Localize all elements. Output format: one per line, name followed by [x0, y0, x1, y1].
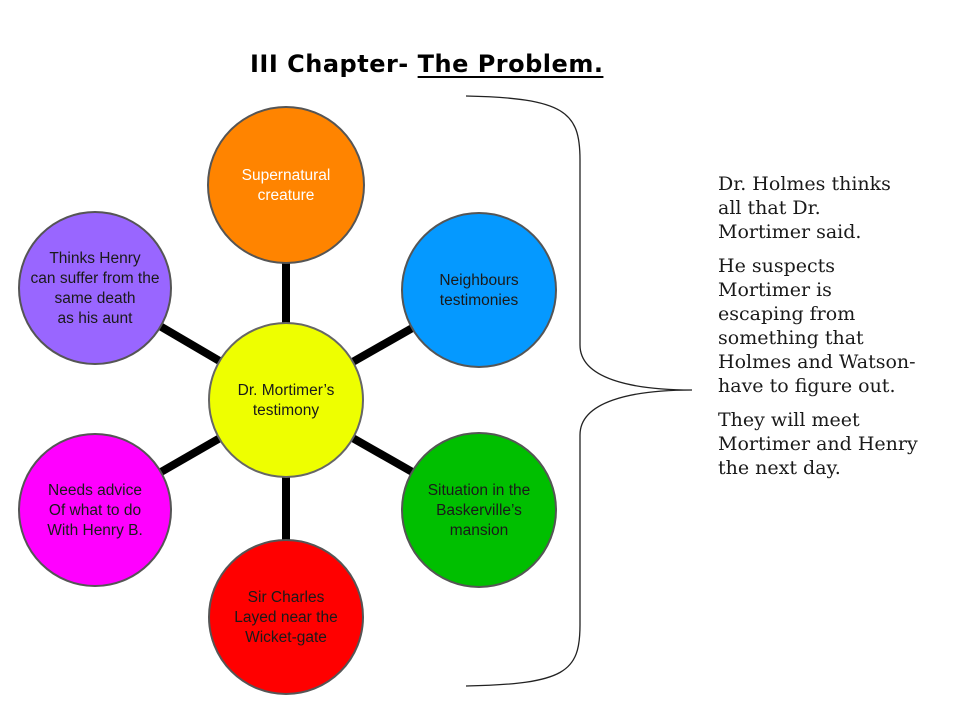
curly-brace	[465, 95, 693, 687]
node-neighbours-testimonies-label-line: testimonies	[440, 292, 519, 309]
node-circle	[18, 211, 172, 365]
node-thinks-henry-label-line: as his aunt	[58, 310, 134, 327]
note-paragraph: Dr. Holmes thinks all that Dr. Mortimer …	[718, 173, 891, 243]
node-thinks-henry-label-line: can suffer from the	[31, 270, 160, 287]
note-paragraph: He suspects Mortimer is escaping from so…	[718, 255, 916, 397]
title-subtitle: The Problem.	[417, 50, 604, 78]
center-circle	[208, 322, 364, 478]
node-sir-charles-label-line: Sir Charles	[248, 589, 325, 606]
notes-panel: Dr. Holmes thinks all that Dr. Mortimer …	[718, 172, 918, 490]
node-needs-advice: Needs advice Of what to do With Henry B.	[18, 433, 172, 587]
node-circle	[207, 106, 365, 264]
center-node-label-line: Dr. Mortimer’s	[238, 382, 335, 399]
node-thinks-henry-label-line: Thinks Henry	[49, 250, 141, 267]
node-situation-mansion-label-line: Situation in the	[428, 482, 531, 499]
node-circle	[18, 433, 172, 587]
node-thinks-henry: Thinks Henry can suffer from the same deat…	[18, 211, 172, 365]
node-neighbours-testimonies-label-line: Neighbours	[439, 272, 519, 289]
node-sir-charles-label-line: Layed near the	[234, 609, 337, 626]
node-needs-advice-label-line: With Henry B.	[47, 522, 143, 539]
center-node-label-line: testimony	[253, 402, 320, 419]
node-circle	[401, 212, 557, 368]
node-supernatural-creature: Supernatural creature	[207, 106, 365, 264]
node-neighbours-testimonies: Neighbours testimonies	[401, 212, 557, 368]
center-node: Dr. Mortimer’s testimony	[208, 322, 364, 478]
node-circle	[208, 539, 364, 695]
node-circle	[401, 432, 557, 588]
node-supernatural-creature-label-line: creature	[258, 187, 315, 204]
node-supernatural-creature-label-line: Supernatural	[242, 167, 331, 184]
note-paragraph: They will meet Mortimer and Henry the ne…	[718, 409, 918, 479]
node-sir-charles-label-line: Wicket-gate	[245, 629, 327, 646]
node-situation-mansion-label-line: Baskerville’s	[436, 502, 522, 519]
node-situation-mansion-label-line: mansion	[450, 522, 509, 539]
node-needs-advice-label-line: Of what to do	[49, 502, 141, 519]
title-main: III Chapter-	[250, 50, 418, 78]
node-needs-advice-label-line: Needs advice	[48, 482, 142, 499]
node-thinks-henry-label-line: same death	[55, 290, 136, 307]
page-title: III Chapter- The Problem.	[250, 50, 603, 78]
